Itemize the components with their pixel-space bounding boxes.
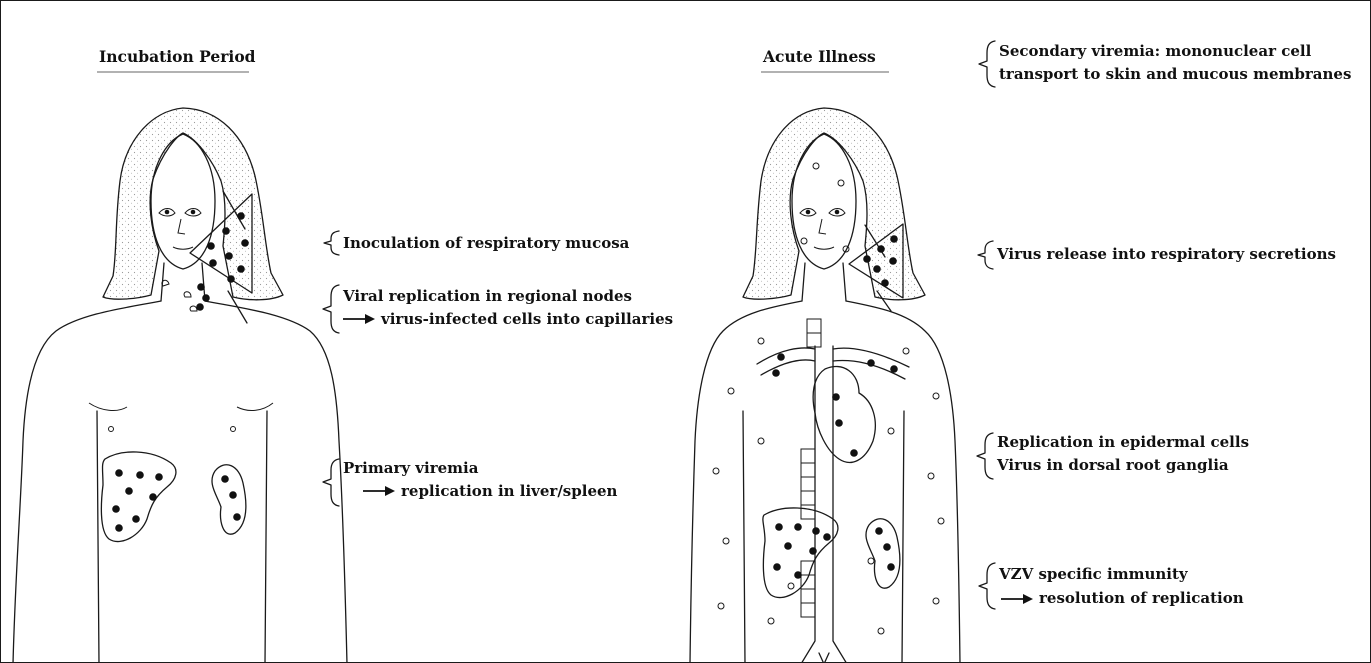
left-node-virions (196, 283, 210, 311)
label-primary-line1: Primary viremia (343, 459, 478, 478)
right-liver-virions (773, 523, 820, 579)
left-spleen-virions (221, 475, 241, 521)
left-torso (13, 301, 347, 663)
brace-inoculation (324, 231, 339, 255)
left-mouth (173, 247, 193, 249)
right-liver (763, 508, 838, 598)
label-immunity-line2: resolution of replication (1039, 589, 1244, 608)
brace-release (978, 241, 993, 269)
label-secondary-line1: Secondary viremia: mononuclear cell (999, 42, 1311, 61)
left-pupil-l (165, 210, 170, 215)
right-figure (690, 108, 960, 663)
label-epidermal-line2: Virus in dorsal root ganglia (997, 456, 1229, 475)
label-primary-line2: replication in liver/spleen (401, 482, 617, 501)
left-heading: Incubation Period (99, 47, 256, 66)
left-hair (103, 108, 283, 300)
brace-epidermal (977, 433, 993, 479)
label-release: Virus release into respiratory secretion… (997, 245, 1336, 264)
right-hair (743, 108, 925, 300)
left-spleen (212, 465, 246, 534)
brace-immunity (979, 563, 995, 609)
right-skin-lesions (713, 163, 944, 634)
label-immunity-line1: VZV specific immunity (999, 565, 1188, 584)
left-nipple-r (231, 427, 236, 432)
right-spine (801, 319, 821, 617)
left-pupil-r (191, 210, 196, 215)
label-inoculation: Inoculation of respiratory mucosa (343, 234, 629, 253)
brace-secondary (979, 41, 995, 87)
right-nose (819, 219, 826, 234)
right-heading: Acute Illness (763, 47, 876, 66)
right-heart (813, 366, 875, 462)
left-nipple-l (109, 427, 114, 432)
brace-primary (323, 459, 339, 506)
left-figure (13, 108, 347, 663)
label-secondary-line2: transport to skin and mucous membranes (999, 65, 1351, 84)
right-mouth (814, 247, 834, 249)
left-lymph-nodes (162, 280, 197, 311)
right-spleen-virions (875, 527, 895, 571)
label-nodes-line1: Viral replication in regional nodes (343, 287, 632, 306)
left-nose (178, 219, 185, 234)
label-nodes-line2: virus-infected cells into capillaries (381, 310, 673, 329)
right-pupil-l (806, 210, 811, 215)
left-liver (101, 452, 176, 542)
right-vessel-virions (772, 353, 898, 541)
left-chest-marks (89, 403, 273, 410)
right-pupil-r (835, 210, 840, 215)
right-torso (690, 301, 960, 663)
right-spleen (866, 519, 900, 588)
label-epidermal-line1: Replication in epidermal cells (997, 433, 1249, 452)
brace-nodes (323, 285, 339, 333)
